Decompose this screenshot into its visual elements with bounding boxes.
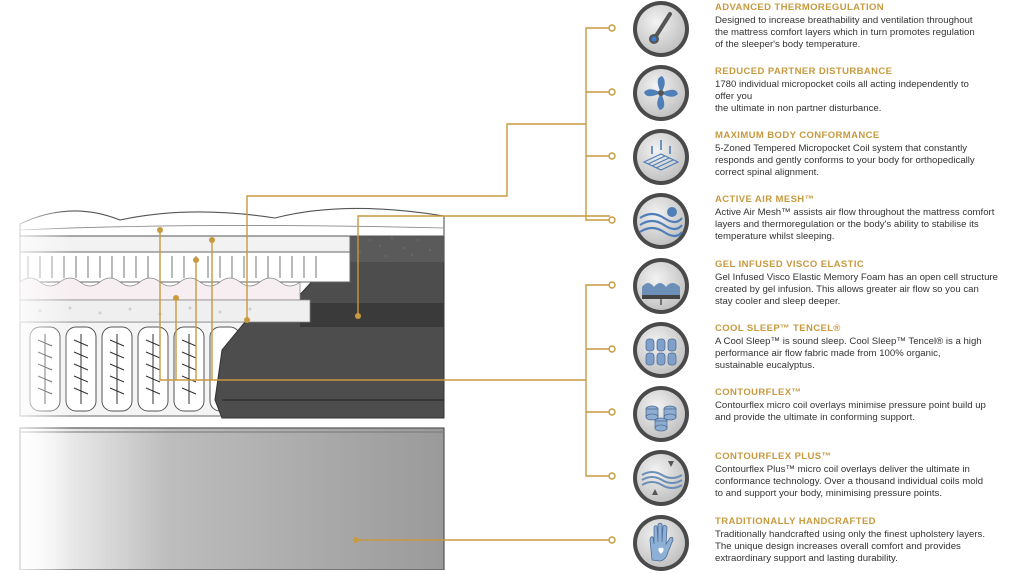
feature-title: COOL SLEEP™ TENCEL® — [715, 323, 841, 334]
fan-icon — [633, 65, 689, 121]
hand-heart-icon — [633, 515, 689, 571]
feature-title: REDUCED PARTNER DISTURBANCE — [715, 66, 893, 77]
feature-advanced-thermoregulation: ADVANCED THERMOREGULATION Designed to in… — [632, 0, 1024, 60]
callout-leader-lines — [159, 27, 610, 541]
callout-anchor-dots — [157, 227, 361, 543]
feature-contourflex: CONTOURFLEX™ Contourflex micro coil over… — [632, 385, 1024, 445]
feature-description: Contourflex micro coil overlays minimise… — [715, 400, 986, 424]
feature-title: TRADITIONALLY HANDCRAFTED — [715, 516, 876, 527]
coil-stack-icon — [633, 322, 689, 378]
feature-contourflex-plus: CONTOURFLEX PLUS™ Contourflex Plus™ micr… — [632, 449, 1024, 509]
feature-description: Traditionally handcrafted using only the… — [715, 529, 986, 565]
micro-coil-icon — [633, 386, 689, 442]
feature-title: ADVANCED THERMOREGULATION — [715, 2, 885, 13]
thermometer-icon — [633, 1, 689, 57]
feature-reduced-partner-disturbance: REDUCED PARTNER DISTURBANCE 1780 individ… — [632, 64, 1024, 124]
air-wave-icon — [633, 193, 689, 249]
feature-title: GEL INFUSED VISCO ELASTIC — [715, 259, 865, 270]
feature-active-air-mesh: ACTIVE AIR MESH™ Active Air Mesh™ assist… — [632, 192, 1024, 252]
feature-description: Active Air Mesh™ assists air flow throug… — [715, 207, 995, 243]
feature-cool-sleep-tencel: COOL SLEEP™ TENCEL® A Cool Sleep™ is sou… — [632, 321, 1024, 381]
feature-description: Contourflex Plus™ micro coil overlays de… — [715, 464, 984, 500]
feature-description: Gel Infused Visco Elastic Memory Foam ha… — [715, 272, 998, 308]
feature-description: 5-Zoned Tempered Micropocket Coil system… — [715, 143, 975, 179]
feature-description: A Cool Sleep™ is sound sleep. Cool Sleep… — [715, 336, 982, 372]
feature-title: CONTOURFLEX PLUS™ — [715, 451, 832, 462]
foam-layer-icon — [633, 258, 689, 314]
mattress-side-panel — [214, 227, 445, 419]
feature-traditionally-handcrafted: TRADITIONALLY HANDCRAFTED Traditionally … — [632, 514, 1024, 574]
feature-title: ACTIVE AIR MESH™ — [715, 194, 815, 205]
feature-maximum-body-conformance: MAXIMUM BODY CONFORMANCE 5-Zoned Tempere… — [632, 128, 1024, 188]
feature-gel-infused-visco-elastic: GEL INFUSED VISCO ELASTIC Gel Infused Vi… — [632, 257, 1024, 317]
feature-title: MAXIMUM BODY CONFORMANCE — [715, 130, 880, 141]
compression-wave-icon — [633, 450, 689, 506]
feature-description: 1780 individual micropocket coils all ac… — [715, 79, 969, 115]
coil-grid-icon — [633, 129, 689, 185]
feature-title: CONTOURFLEX™ — [715, 387, 802, 398]
callout-dots — [608, 24, 616, 544]
feature-description: Designed to increase breathability and v… — [715, 15, 975, 51]
